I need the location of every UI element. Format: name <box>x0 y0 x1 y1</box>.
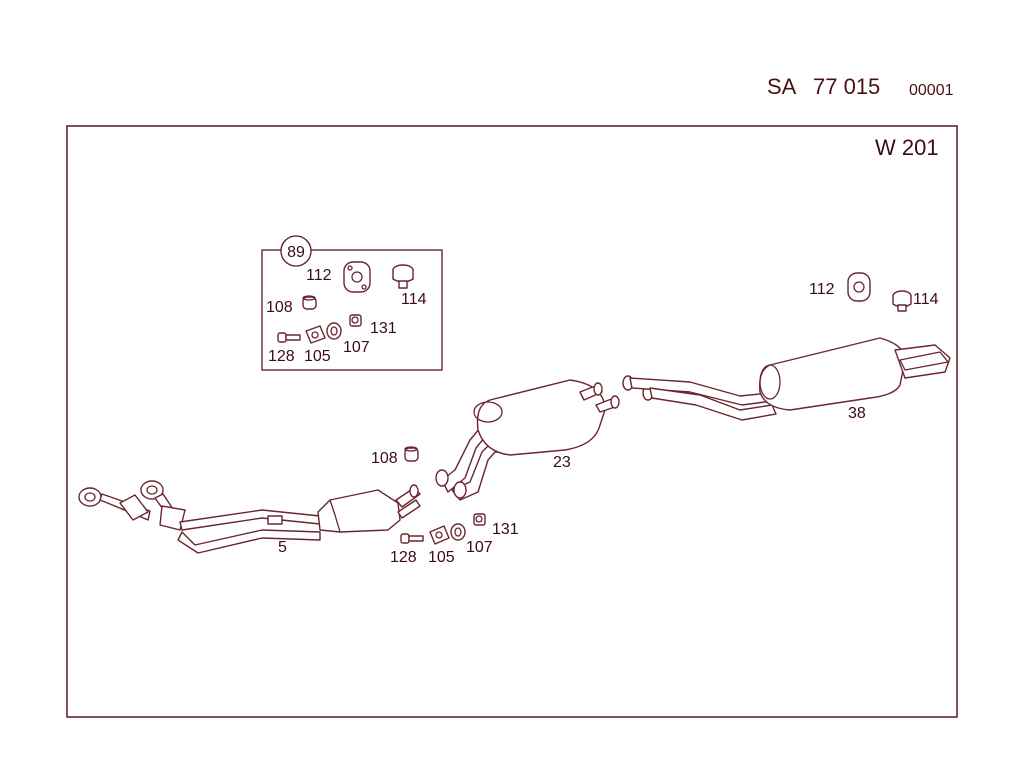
sa-number: 77 015 <box>813 74 881 99</box>
label-5: 5 <box>278 539 287 556</box>
rubber-buffer-part <box>392 264 414 289</box>
label-38: 38 <box>848 405 866 422</box>
mounting-kit-box: 89 112 114 108 131 <box>261 235 443 371</box>
rear-rubber-mount <box>847 272 871 302</box>
label-131-center: 131 <box>492 521 519 538</box>
rear-muffler <box>622 337 951 421</box>
label-107-center: 107 <box>466 539 493 556</box>
label-131-kit: 131 <box>370 320 397 337</box>
washer-part <box>326 322 342 340</box>
center-bolt <box>400 533 424 544</box>
center-washer <box>450 523 466 541</box>
label-112-kit: 112 <box>306 267 332 284</box>
label-105-center: 105 <box>428 549 455 566</box>
clamp-part <box>305 325 326 344</box>
label-108-kit: 108 <box>266 299 293 316</box>
nut-part <box>349 314 362 327</box>
rubber-mount-part <box>343 261 371 293</box>
label-128-kit: 128 <box>268 348 295 365</box>
kit-callout-circle <box>280 235 312 267</box>
label-107-kit: 107 <box>343 339 370 356</box>
front-pipe-with-catalytic-converter <box>78 480 421 554</box>
label-114-kit: 114 <box>401 291 427 308</box>
label-112-rear: 112 <box>809 281 835 298</box>
kit-callout-number: 89 <box>287 244 305 261</box>
diagram-frame <box>66 125 958 718</box>
label-23: 23 <box>553 454 571 471</box>
center-sleeve <box>404 446 419 462</box>
center-nut <box>473 513 486 526</box>
label-128-center: 128 <box>390 549 417 566</box>
rear-rubber-buffer <box>892 290 912 312</box>
center-clamp <box>429 525 450 545</box>
label-108-center: 108 <box>371 450 398 467</box>
center-muffler <box>435 379 620 501</box>
sheet-code: 00001 <box>909 82 954 99</box>
label-105-kit: 105 <box>304 348 331 365</box>
sa-label: SA <box>767 74 797 99</box>
bolt-part <box>277 332 301 343</box>
label-114-rear: 114 <box>913 291 939 308</box>
sleeve-part <box>302 295 317 310</box>
model-label: W 201 <box>875 135 939 160</box>
